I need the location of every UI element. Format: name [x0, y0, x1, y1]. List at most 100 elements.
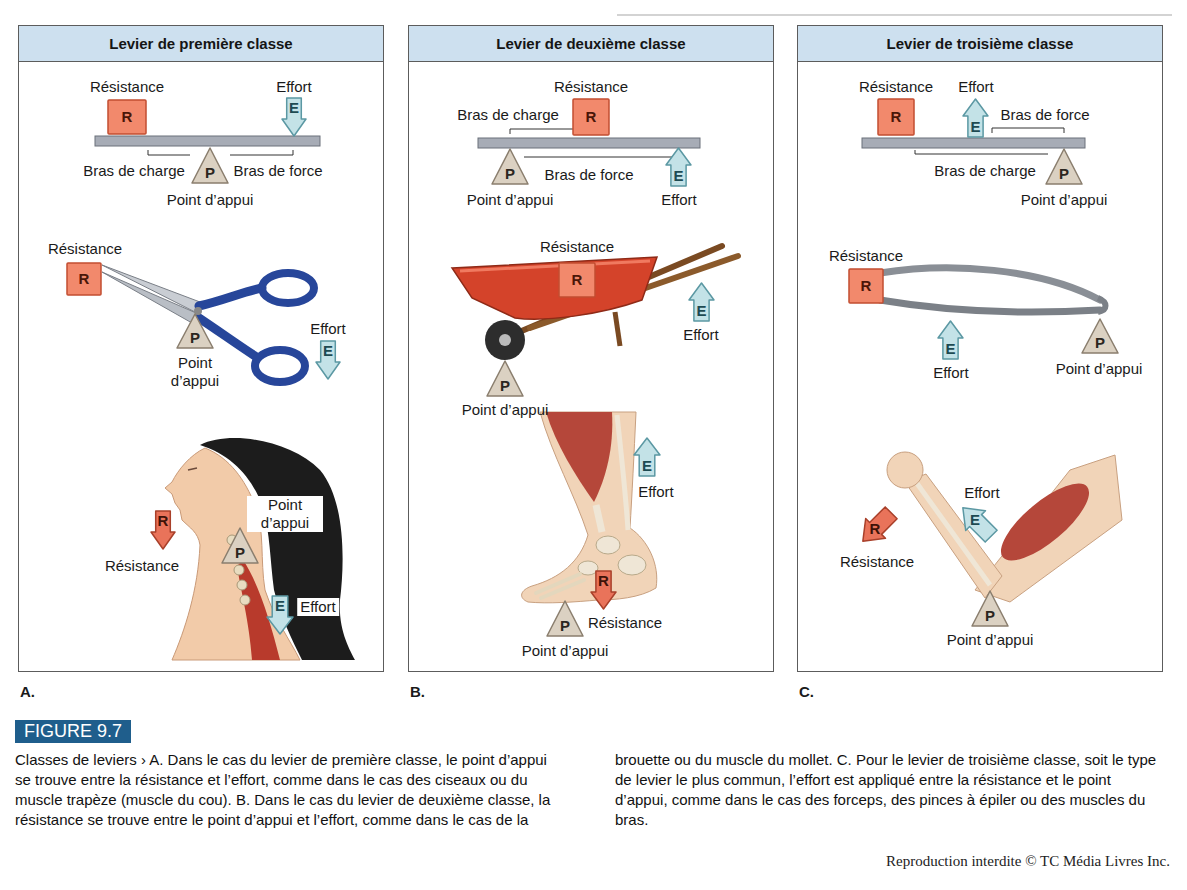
top-rule	[617, 14, 1172, 16]
lever-panel: Levier de première classeREPRPERPE	[18, 25, 384, 672]
panel-header-band: Levier de deuxième classe	[409, 26, 773, 62]
fist	[887, 452, 923, 488]
figure-caption: Classes de leviers › A. Dans le cas du l…	[15, 750, 1165, 830]
resistance-box: R	[848, 268, 884, 304]
part-label: Bras de force	[544, 166, 633, 184]
part-label: Effort	[958, 78, 994, 96]
symbol-outline	[1082, 319, 1118, 353]
part-label: Effort	[661, 191, 697, 209]
part-label: Point d’appui	[160, 354, 230, 390]
symbol-letter: E	[266, 595, 294, 617]
symbol-letter: E	[962, 116, 989, 138]
force-arrow: E	[315, 340, 341, 380]
symbol-letter: R	[150, 510, 176, 532]
part-label: Résistance	[588, 614, 662, 632]
panel-title: Levier de deuxième classe	[409, 26, 773, 61]
calf-muscle	[546, 412, 612, 502]
symbol-outline	[853, 503, 901, 551]
symbol-letter: E	[665, 165, 692, 187]
scissors-blade	[102, 265, 200, 313]
fulcrum-triangle: P	[971, 590, 1009, 627]
force-arrow: E	[688, 282, 715, 322]
part-label: Résistance	[859, 78, 933, 96]
lever-bar	[862, 138, 1085, 148]
force-arrow: E	[633, 437, 661, 477]
resistance-box: R	[877, 98, 915, 136]
symbol-outline	[267, 596, 293, 634]
part-label: Résistance	[90, 78, 164, 96]
symbol-outline	[689, 283, 714, 321]
symbol-outline	[177, 314, 213, 348]
symbol-letter: P	[176, 327, 214, 349]
wheelbarrow-wheel	[485, 320, 525, 360]
part-label: Effort	[276, 78, 312, 96]
panel-header-band: Levier de première classe	[19, 26, 383, 62]
symbol-outline	[666, 148, 691, 186]
achilles-tendon	[617, 415, 628, 530]
part-label: Résistance	[48, 240, 122, 258]
part-label: Bras de force	[233, 162, 322, 180]
symbol-outline	[151, 511, 175, 549]
force-arrow: R	[590, 570, 617, 610]
figure-number-band: FIGURE 9.7	[15, 720, 131, 743]
part-label: Point d’appui	[467, 191, 554, 209]
symbol-letter: R	[877, 98, 915, 136]
force-arrow: E	[958, 503, 996, 541]
wheelbarrow-tub	[452, 257, 657, 319]
symbol-outline	[591, 571, 616, 609]
symbol-outline	[282, 98, 306, 136]
tweezers-arm	[880, 268, 1100, 300]
symbol-letter: P	[971, 605, 1009, 627]
ankle-bone	[596, 536, 620, 554]
symbol-letter: R	[856, 510, 894, 548]
fulcrum-triangle: P	[491, 148, 529, 185]
symbol-outline	[878, 99, 914, 135]
fulcrum-triangle: P	[1081, 318, 1119, 354]
scissors-loop	[255, 350, 305, 382]
force-arrow: R	[858, 508, 896, 546]
wheelbarrow-leg	[615, 312, 620, 346]
symbol-outline	[849, 269, 883, 303]
vertebra	[234, 565, 244, 575]
force-arrow: E	[665, 147, 692, 187]
part-label: Point d’appui	[947, 631, 1034, 649]
symbol-outline	[67, 263, 101, 295]
resistance-box: R	[572, 98, 610, 136]
symbol-outline	[316, 341, 340, 379]
symbol-letter: P	[1045, 163, 1083, 185]
symbol-outline	[573, 99, 609, 135]
heel-bone	[618, 555, 646, 575]
part-label: Effort	[310, 320, 346, 338]
part-label: Effort	[964, 484, 1000, 502]
part-label: Effort	[297, 598, 339, 616]
vertebra	[237, 580, 247, 590]
forearm-skin	[905, 474, 1002, 598]
part-label: Résistance	[554, 78, 628, 96]
leg-skin	[522, 412, 657, 603]
symbol-letter: P	[221, 542, 259, 564]
wheelbarrow-rim	[460, 261, 650, 271]
symbol-outline	[559, 263, 595, 297]
fulcrum-triangle: P	[486, 360, 524, 397]
part-label: Résistance	[540, 238, 614, 256]
symbol-outline	[492, 149, 528, 184]
arm-bracket	[524, 152, 678, 157]
symbol-letter: E	[956, 501, 994, 539]
resistance-box: R	[66, 262, 102, 296]
resistance-box: R	[107, 99, 147, 135]
part-label: Bras de charge	[457, 106, 559, 124]
fulcrum-triangle: P	[546, 600, 584, 637]
arm-bracket	[148, 150, 293, 155]
tweezers-arm	[880, 300, 1100, 312]
force-arrow: R	[150, 510, 176, 550]
scissors-loop	[262, 273, 314, 303]
symbol-outline	[953, 498, 1001, 546]
part-label: Point d’appui	[167, 191, 254, 209]
symbol-letter: P	[546, 615, 584, 637]
part-label: Résistance	[829, 247, 903, 265]
force-arrow: E	[266, 595, 294, 635]
panel-header-band: Levier de troisième classe	[798, 26, 1162, 62]
part-label: Point d’appui	[1021, 191, 1108, 209]
symbol-letter: R	[107, 99, 147, 135]
panel-title: Levier de première classe	[19, 26, 383, 61]
